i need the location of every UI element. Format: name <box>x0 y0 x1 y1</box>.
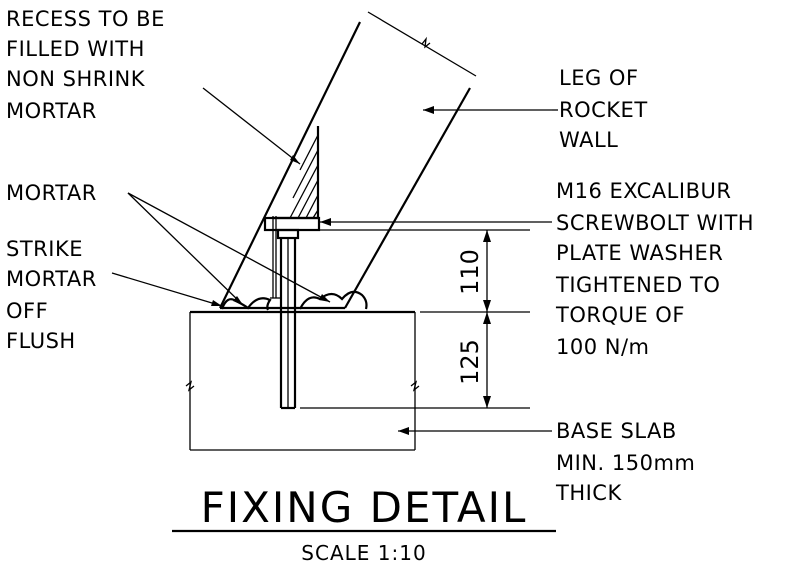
dimension-lines <box>300 229 530 409</box>
mortar-label: MORTAR <box>6 181 97 205</box>
drawing-scale: SCALE 1:10 <box>301 541 426 565</box>
dimension-upper-value: 110 <box>456 249 484 295</box>
drawing-title: FIXING DETAIL <box>201 483 528 532</box>
base-slab-label: BASE SLAB MIN. 150mm THICK <box>555 419 703 505</box>
leg-of-rocket-wall-label: LEG OF ROCKET WALL <box>559 66 655 152</box>
rocket-wall-leg <box>219 11 477 310</box>
recess-hatch <box>273 126 320 220</box>
screwbolt-label: M16 EXCALIBUR SCREWBOLT WITH PLATE WASHE… <box>555 179 761 359</box>
dimension-lower-value: 125 <box>456 339 484 385</box>
recess-label: RECESS TO BE FILLED WITH NON SHRINK MORT… <box>6 7 172 123</box>
leader-lines <box>111 87 558 435</box>
base-slab <box>185 310 420 451</box>
mortar-beads <box>220 290 368 311</box>
strike-mortar-label: STRIKE MORTAR OFF FLUSH <box>6 237 104 353</box>
screwbolt <box>263 216 321 410</box>
